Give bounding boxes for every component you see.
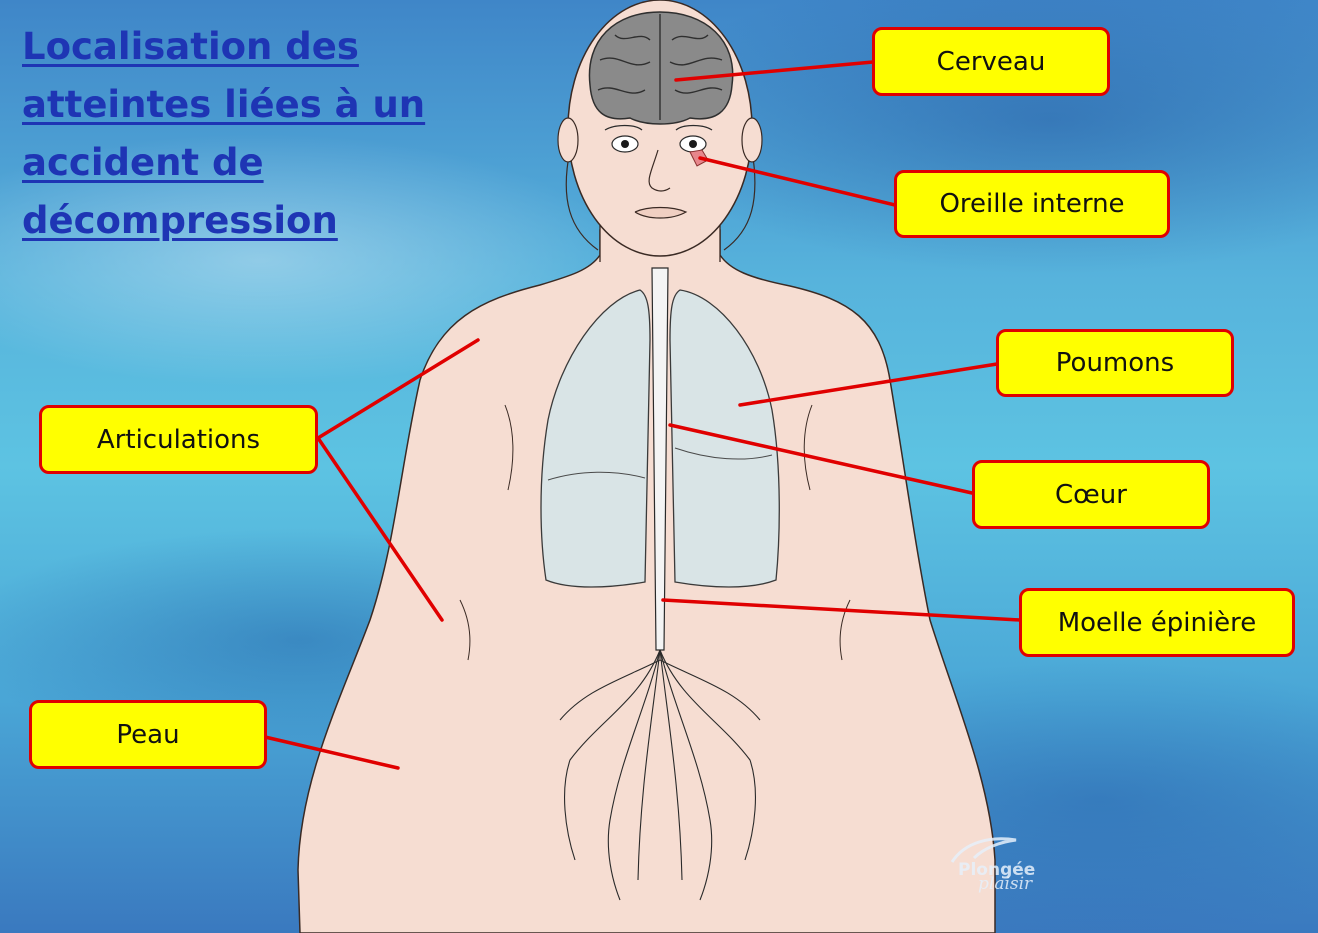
page-title: Localisation des atteintes liées à un ac… [22, 18, 542, 250]
label-articulations: Articulations [39, 405, 318, 474]
watermark-sub: plaisir [978, 874, 1032, 894]
label-oreille-interne: Oreille interne [894, 170, 1170, 238]
label-oreille-interne-text: Oreille interne [939, 189, 1124, 219]
label-articulations-text: Articulations [97, 425, 260, 455]
label-cerveau-text: Cerveau [937, 47, 1046, 77]
label-moelle-epiniere: Moelle épinière [1019, 588, 1295, 657]
label-coeur-text: Cœur [1055, 480, 1127, 510]
label-peau-text: Peau [116, 720, 179, 750]
label-cerveau: Cerveau [872, 27, 1110, 96]
label-moelle-epiniere-text: Moelle épinière [1058, 608, 1257, 638]
dolphin-logo-icon [950, 834, 1020, 864]
label-poumons: Poumons [996, 329, 1234, 397]
brain [589, 12, 732, 124]
label-coeur: Cœur [972, 460, 1210, 529]
label-poumons-text: Poumons [1056, 348, 1174, 378]
label-peau: Peau [29, 700, 267, 769]
watermark-logo: Plongée plaisir [958, 860, 1035, 900]
